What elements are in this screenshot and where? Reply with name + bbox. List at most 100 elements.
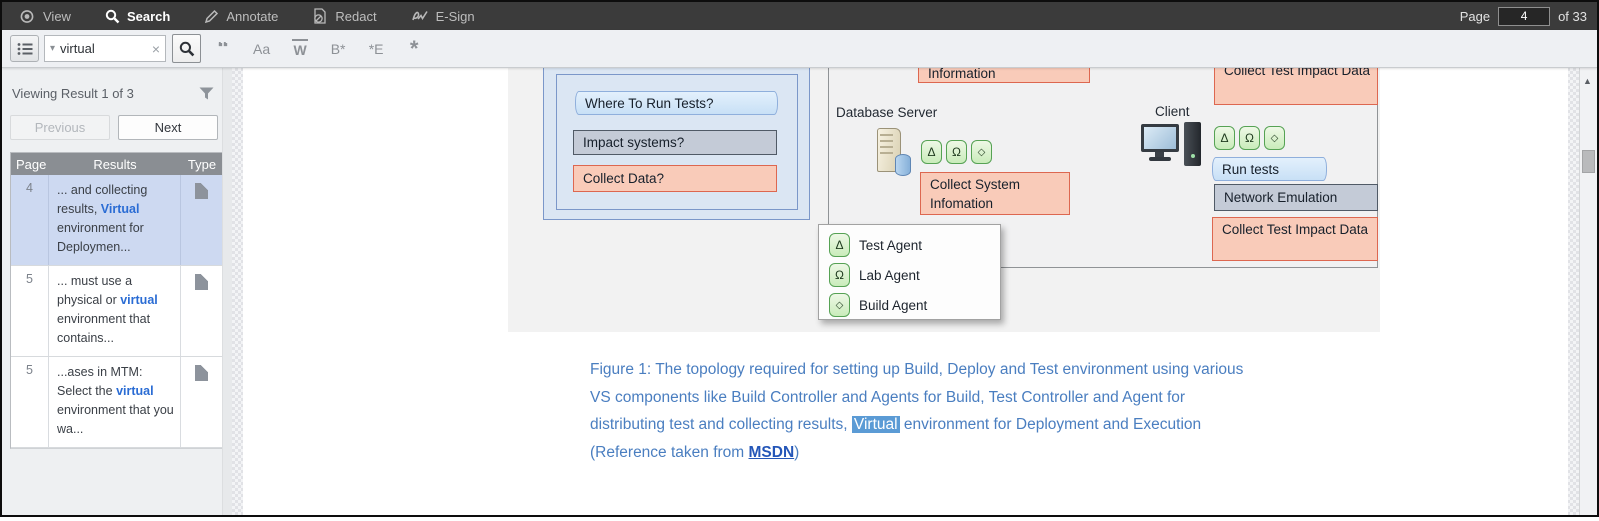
menu-search[interactable]: Search: [105, 9, 170, 24]
signature-icon: [411, 11, 428, 21]
build-agent-icon: ◇: [829, 293, 850, 317]
menu-search-label: Search: [126, 8, 171, 24]
next-result-button[interactable]: Next: [118, 115, 218, 140]
legend-item-lab-agent: Ω Lab Agent: [829, 263, 990, 287]
document-type-icon: [194, 365, 208, 381]
collect-data-box: Collect Data?: [573, 165, 777, 192]
results-table-header: Page Results Type: [11, 153, 223, 175]
build-agent-icon: ◇: [1264, 126, 1285, 150]
caption-line-4: (Reference taken from MSDN): [590, 443, 800, 461]
scrollbar-thumb[interactable]: [1582, 150, 1595, 173]
match-text: Virtual: [100, 202, 140, 216]
page-number-input[interactable]: [1498, 6, 1551, 26]
msdn-link[interactable]: MSDN: [748, 443, 795, 461]
sidebar-scrollbar[interactable]: [222, 68, 232, 515]
header-page: Page: [16, 156, 47, 172]
search-icon: [105, 9, 120, 23]
result-page: 5: [11, 357, 49, 447]
test-agent-icon: Δ: [921, 140, 942, 164]
legend-item-test-agent: Δ Test Agent: [829, 233, 990, 257]
menu-annotate-label: Annotate: [226, 8, 279, 24]
figure-caption: Figure 1: The topology required for sett…: [590, 356, 1390, 466]
eye-icon: [20, 9, 34, 23]
collect-system-information-box: Collect System Infomation: [920, 172, 1070, 215]
search-options: “ Aa W B* *E *: [215, 35, 422, 61]
search-toolbar: ▾ × “ Aa W B* *E *: [2, 30, 1597, 68]
table-row[interactable]: 5 ... must use a physical or virtual env…: [11, 266, 223, 357]
run-tests-box: Run tests: [1212, 157, 1327, 181]
page-navigation: Page of 33: [1459, 6, 1587, 26]
database-server-icon: [877, 128, 911, 176]
scroll-up-icon[interactable]: ▲: [1583, 76, 1592, 86]
table-row[interactable]: 5 ...ases in MTM: Select the virtual env…: [11, 357, 223, 448]
match-text: virtual: [116, 384, 154, 398]
result-snippet: ... must use a physical or virtual envir…: [49, 266, 181, 356]
begins-with-icon[interactable]: B*: [330, 40, 346, 57]
caption-line-1: Figure 1: The topology required for sett…: [590, 361, 1244, 378]
run-search-button[interactable]: [172, 34, 201, 63]
test-agent-icon: Δ: [1214, 126, 1235, 150]
search-results-sidebar: Viewing Result 1 of 3 Previous Next Page…: [2, 68, 232, 515]
menu-redact-label: Redact: [335, 8, 377, 24]
main-scrollbar[interactable]: ▲: [1579, 68, 1597, 515]
client-agent-icons: Δ Ω ◇: [1214, 126, 1285, 150]
previous-result-button[interactable]: Previous: [10, 115, 110, 140]
legend-label: Test Agent: [859, 237, 923, 253]
viewing-result-label: Viewing Result 1 of 3: [12, 86, 134, 101]
where-to-run-tests-box: Where To Run Tests?: [575, 91, 778, 115]
client-label: Client: [1155, 104, 1190, 119]
whole-word-icon[interactable]: W: [292, 39, 309, 58]
collect-test-impact-top-box: Collect Test Impact Data: [1214, 68, 1378, 105]
header-results: Results: [93, 156, 137, 172]
highlighted-search-hit: Virtual: [851, 416, 900, 433]
caption-line-2: VS components like Build Controller and …: [590, 388, 1186, 406]
match-text: virtual: [120, 293, 158, 307]
results-table: Page Results Type 4 ... and collecting r…: [10, 152, 224, 449]
database-server-label: Database Server: [836, 105, 938, 120]
db-agent-icons: Δ Ω ◇: [921, 140, 992, 164]
lab-agent-icon: Ω: [829, 263, 850, 287]
ends-with-icon[interactable]: *E: [368, 40, 384, 57]
result-page: 4: [11, 175, 49, 265]
list-icon: [17, 42, 32, 55]
page-label: Page: [1459, 8, 1491, 24]
search-icon: [179, 41, 194, 56]
legend-label: Lab Agent: [859, 267, 920, 283]
clear-search-icon[interactable]: ×: [151, 40, 160, 57]
wildcard-icon[interactable]: *: [409, 35, 419, 61]
decision-inner-box: [556, 74, 798, 210]
lab-agent-icon: Ω: [946, 140, 967, 164]
caption-line-3: distributing test and collecting results…: [590, 416, 1202, 433]
legend-label: Build Agent: [859, 297, 928, 313]
redact-icon: [314, 8, 327, 24]
lab-agent-icon: Ω: [1239, 126, 1260, 150]
legend-item-build-agent: ◇ Build Agent: [829, 293, 990, 317]
result-snippet: ... and collecting results, Virtual envi…: [49, 175, 181, 265]
topology-diagram: Where To Run Tests? Impact systems? Coll…: [243, 68, 1568, 515]
search-input[interactable]: [60, 41, 147, 56]
document-viewer: Where To Run Tests? Impact systems? Coll…: [232, 68, 1597, 515]
agent-legend: Δ Test Agent Ω Lab Agent ◇ Build Agent: [818, 224, 1001, 320]
result-snippet: ...ases in MTM: Select the virtual envir…: [49, 357, 181, 447]
match-case-icon[interactable]: Aa: [253, 40, 271, 57]
menu-view[interactable]: View: [18, 9, 71, 24]
result-page: 5: [11, 266, 49, 356]
network-emulation-box: Network Emulation: [1214, 184, 1378, 211]
menu-redact[interactable]: Redact: [312, 8, 377, 24]
menu-esign[interactable]: E-Sign: [411, 9, 475, 24]
document-type-icon: [194, 274, 208, 290]
information-box-cut: Information: [918, 68, 1090, 83]
exact-phrase-icon[interactable]: “: [217, 41, 229, 56]
filter-icon[interactable]: [199, 87, 214, 100]
menubar: View Search Annotate Redact E-Sign Page …: [2, 2, 1597, 30]
menu-annotate[interactable]: Annotate: [204, 9, 278, 24]
results-list-toggle-button[interactable]: [10, 35, 39, 62]
client-computer-icon: [1141, 122, 1207, 174]
pencil-icon: [205, 9, 219, 23]
test-agent-icon: Δ: [829, 233, 850, 257]
table-row[interactable]: 4 ... and collecting results, Virtual en…: [11, 175, 223, 266]
impact-systems-box: Impact systems?: [573, 130, 777, 155]
chevron-down-icon[interactable]: ▾: [50, 43, 56, 54]
search-term-combobox[interactable]: ▾ ×: [44, 35, 166, 62]
